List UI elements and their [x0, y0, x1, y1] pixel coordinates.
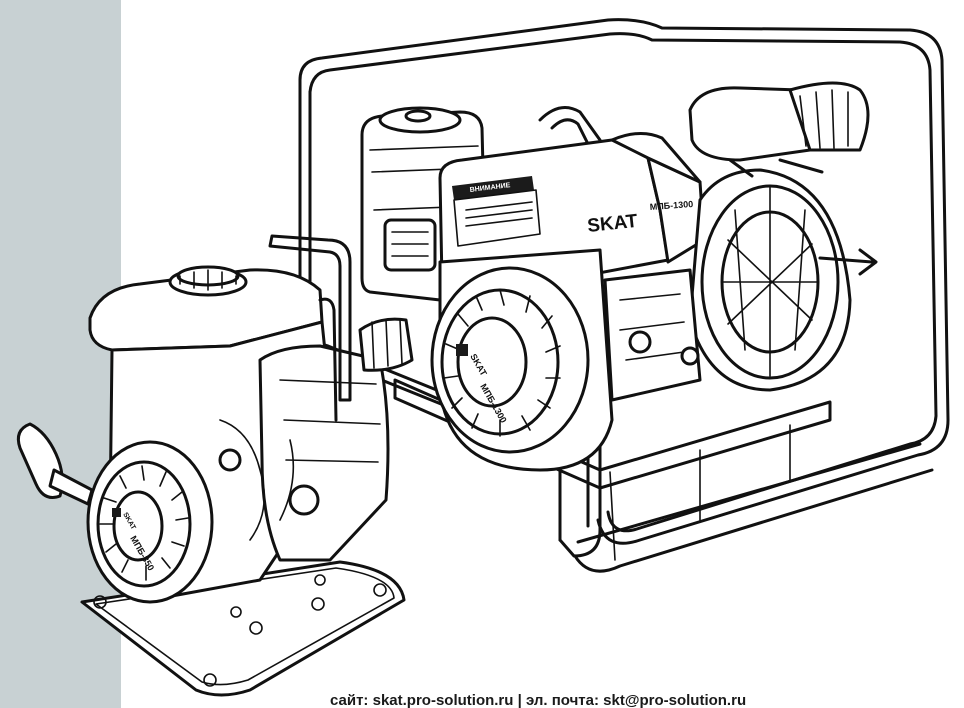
side-band: [0, 0, 121, 708]
warning-label-text: ВНИМАНИЕ: [469, 182, 511, 194]
large-motor-pump: ВНИМАНИЕ SKAT МПБ-1300 SKAT МПБ-1300: [298, 18, 950, 573]
model-label: МПБ-1300: [649, 199, 693, 212]
pump-housing: [688, 81, 878, 392]
small-recoil-starter: SKAT МПБ-350: [86, 440, 214, 604]
recoil-starter: SKAT МПБ-1300: [430, 248, 614, 472]
footer-contacts: сайт: skat.pro-solution.ru | эл. почта: …: [330, 692, 747, 708]
small-fuel-tank: [88, 265, 324, 352]
small-pump-body: [218, 234, 414, 562]
warning-label: ВНИМАНИЕ: [452, 176, 541, 247]
pull-handle-icon: [16, 422, 94, 506]
small-motor-pump: SKAT МПБ-350: [16, 234, 414, 697]
